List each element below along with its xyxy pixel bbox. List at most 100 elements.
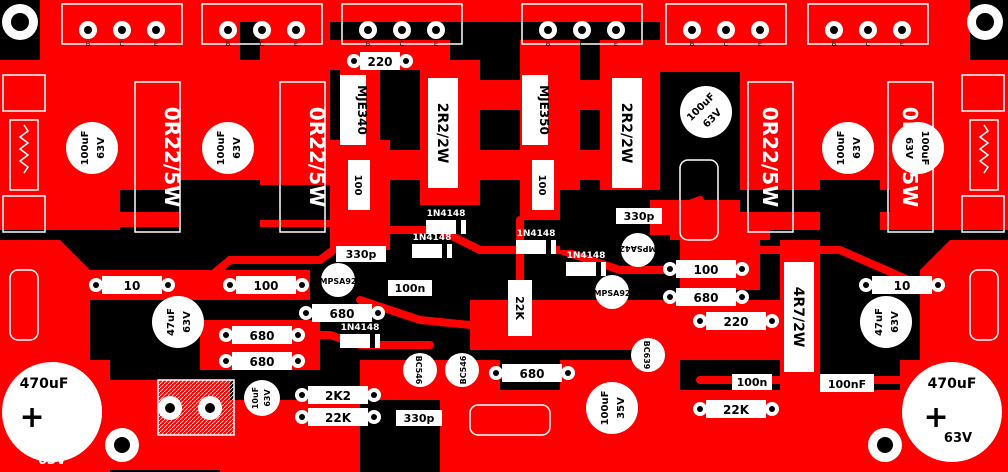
diode: 1N4148	[340, 323, 380, 348]
pin-letter: B	[832, 40, 837, 48]
transistor-pad: C	[253, 21, 271, 48]
cap-label: 330p	[346, 248, 377, 261]
diode-label: 1N4148	[567, 251, 606, 261]
resistor-label: 22K	[325, 411, 352, 425]
svg-text:MPSA92: MPSA92	[320, 277, 357, 286]
resistor-label: 680	[693, 291, 718, 305]
diode: 1N4148	[426, 209, 466, 234]
power-resistor: 0R22/5W	[279, 81, 329, 233]
pin-letter: E	[614, 40, 618, 48]
cap-voltage: 63V	[852, 137, 863, 159]
transistor-pad: B	[359, 21, 377, 48]
cap-470uf: 470uF + 63V	[902, 362, 1002, 462]
resistor-label: 220	[367, 55, 392, 69]
pin-letter: C	[866, 40, 871, 48]
resistor-label: 680	[329, 307, 354, 321]
cap-label: 330p	[404, 412, 435, 425]
transistor-bc546: BC546	[403, 353, 437, 387]
cap-voltage: 35V	[616, 397, 627, 419]
transistor-pad: E	[147, 21, 165, 48]
diode-label: 1N4148	[413, 233, 452, 243]
svg-text:MPSA92: MPSA92	[594, 289, 631, 298]
resistor-label: 680	[249, 329, 274, 343]
svg-text:MPSA42: MPSA42	[620, 244, 657, 253]
transistor-pad: B	[79, 21, 97, 48]
transistor-pad: E	[287, 21, 305, 48]
resistor-100: 100	[663, 260, 749, 278]
pin-letter: E	[758, 40, 762, 48]
cap-label: 100n	[395, 282, 426, 295]
mounting-holes	[2, 4, 1003, 462]
diode-label: 1N4148	[517, 229, 556, 239]
transistor-pad: C	[717, 21, 735, 48]
pin-letter: B	[86, 40, 91, 48]
svg-text:2R2/2W: 2R2/2W	[434, 103, 450, 164]
big-caps: 470uF + 63V 470uF + 63V	[2, 362, 1002, 468]
svg-text:+: +	[923, 400, 948, 435]
diodes: 1N4148 1N4148 1N4148 1N4148 1N4148	[340, 209, 606, 348]
small-transistors: MPSA92 MPSA92 MPSA42 BC546 BC546 BC639	[320, 233, 665, 387]
transistor-pad: E	[607, 21, 625, 48]
resistor-220: 220	[693, 312, 779, 330]
driver-mje340: MJE340	[340, 75, 369, 145]
pin-letter: B	[226, 40, 231, 48]
resistor-100: 100	[223, 276, 309, 294]
cap-voltage: 63V	[903, 137, 914, 159]
resistor-label: 2K2	[325, 389, 351, 403]
cap-voltage: 63V	[182, 311, 193, 333]
diode-label: 1N4148	[427, 209, 466, 219]
cap-voltage: 63V	[96, 137, 107, 159]
transistor-mpsa92: MPSA92	[594, 275, 631, 309]
driver-mje350: MJE350	[522, 75, 551, 145]
power-resistor-label: 0R22/5W	[160, 107, 184, 207]
cap-330p: 330p	[396, 410, 442, 426]
diode: 1N4148	[516, 229, 556, 254]
transistor-pad: C	[113, 21, 131, 48]
svg-text:470uF: 470uF	[20, 376, 69, 392]
svg-text:4R7/2W: 4R7/2W	[790, 287, 806, 348]
cap-voltage: 63V	[263, 389, 272, 407]
transistor-pad: C	[859, 21, 877, 48]
cap-voltage: 63V	[232, 137, 243, 159]
pin-letter: C	[260, 40, 265, 48]
resistor-label: 220	[723, 315, 748, 329]
transistor-mpsa42: MPSA42	[620, 233, 657, 267]
resistor-2r2: 2R2/2W	[428, 78, 458, 188]
svg-text:2R2/2W: 2R2/2W	[618, 103, 634, 164]
svg-text:BC546: BC546	[459, 355, 468, 384]
svg-text:BC546: BC546	[414, 356, 423, 385]
resistor-680: 680	[299, 304, 385, 322]
svg-text:63V: 63V	[944, 431, 972, 446]
transistor-pad: E	[427, 21, 445, 48]
resistor-220: 220	[347, 52, 413, 70]
cap-voltage: 63V	[890, 311, 901, 333]
pin-letter: C	[580, 40, 585, 48]
cap-label: 100n	[737, 376, 768, 389]
svg-text:100: 100	[352, 175, 363, 196]
cap-label: 330p	[624, 210, 655, 223]
resistor-label: 680	[519, 367, 544, 381]
pin-letter: E	[154, 40, 158, 48]
resistor-100: 100	[532, 160, 554, 210]
cap-value: 100uF	[216, 131, 227, 166]
svg-text:22K: 22K	[513, 296, 526, 320]
pin-letter: B	[366, 40, 371, 48]
resistor-2k2: 2K2	[295, 386, 381, 404]
pin-letter: E	[900, 40, 904, 48]
svg-text:MJE350: MJE350	[537, 85, 551, 135]
cap-470uf: 470uF + 63V	[2, 362, 102, 468]
pin-letter: B	[546, 40, 551, 48]
pin-letter: B	[690, 40, 695, 48]
cap-electrolytic: 100uF 63V	[202, 122, 254, 174]
resistor-10: 10	[89, 276, 175, 294]
transistor-mpsa92: MPSA92	[320, 263, 357, 297]
transistor-pad: C	[393, 21, 411, 48]
transistor-pad: B	[539, 21, 557, 48]
svg-text:63V: 63V	[38, 453, 66, 468]
diode: 1N4148	[412, 233, 452, 258]
